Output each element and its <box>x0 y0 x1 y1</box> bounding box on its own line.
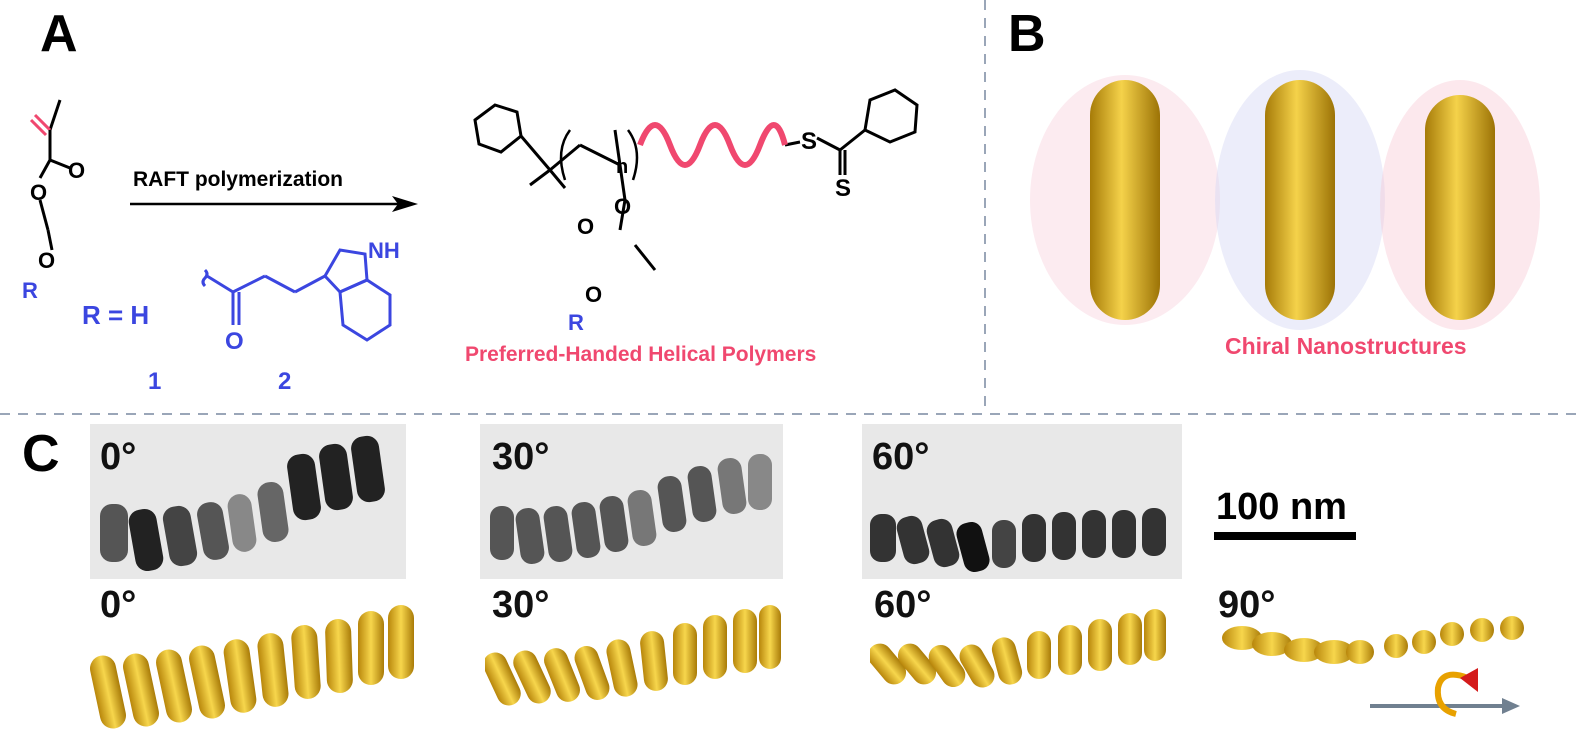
polymer-thio-s: S <box>801 128 818 155</box>
scale-bar-label: 100 nm <box>1216 486 1347 528</box>
monomer-carbonyl-o: O <box>68 158 86 183</box>
r-equals-h: R = H <box>82 300 150 330</box>
model-angle-60: 60° <box>874 584 932 626</box>
panel-c: 0° 30° <box>0 418 1582 741</box>
panel-label-b: B <box>1008 5 1046 63</box>
chiral-nanorods-illustration <box>1030 70 1540 330</box>
indole-nh: NH <box>368 238 400 263</box>
polymer-ether-o: O <box>585 282 603 307</box>
polymer-thione-s: S <box>835 175 852 202</box>
compound-2-label: 2 <box>278 368 292 395</box>
polymer-subscript-n: n <box>616 156 629 178</box>
polymer-carbonyl-o: O <box>614 194 632 219</box>
tem-rods-30 <box>490 454 772 564</box>
compound-1-label: 1 <box>148 368 162 395</box>
panel-label-c: C <box>22 425 60 483</box>
rotation-axis-icon <box>1370 668 1520 717</box>
monomer-r-group: R <box>22 278 38 303</box>
model-rods-0 <box>90 605 414 729</box>
tem-rods-0 <box>100 435 385 572</box>
nanostructure-label: Chiral Nanostructures <box>1225 333 1467 359</box>
nanorod-3 <box>1380 80 1540 330</box>
indole-structure <box>201 248 392 342</box>
nanorod-1 <box>1030 75 1220 325</box>
nanorod-2 <box>1215 70 1385 330</box>
monomer-ester-o: O <box>30 180 48 205</box>
tem-angle-0: 0° <box>100 436 137 478</box>
polymer-r-group: R <box>568 310 584 335</box>
polymer-ester-o: O <box>577 214 595 239</box>
indole-carbonyl-o: O <box>225 328 244 355</box>
tem-angle-30: 30° <box>492 436 550 478</box>
model-angle-0: 0° <box>100 584 137 626</box>
tem-rods-60 <box>870 508 1166 573</box>
panel-label-a: A <box>40 5 78 63</box>
panel-b: Chiral Nanostructures <box>990 0 1582 410</box>
scale-bar <box>1214 532 1356 540</box>
model-angle-30: 30° <box>492 584 550 626</box>
reaction-arrow <box>130 196 418 212</box>
reaction-label: RAFT polymerization <box>133 168 344 191</box>
tem-image-0 <box>90 424 406 579</box>
tem-angle-60: 60° <box>872 436 930 478</box>
polymer-structure <box>473 88 919 271</box>
model-rods-60 <box>870 609 1166 688</box>
model-angle-90: 90° <box>1218 584 1276 626</box>
monomer-ether-o: O <box>38 248 56 273</box>
model-rods-90 <box>1222 616 1524 717</box>
tem-image-30 <box>480 424 783 579</box>
model-rods-30 <box>485 605 781 706</box>
monomer-structure <box>29 99 71 251</box>
product-label: Preferred-Handed Helical Polymers <box>465 343 817 366</box>
tem-image-60 <box>862 424 1182 579</box>
panel-a: O O O R RAFT polymerization R = H 1 2 NH… <box>0 0 980 410</box>
